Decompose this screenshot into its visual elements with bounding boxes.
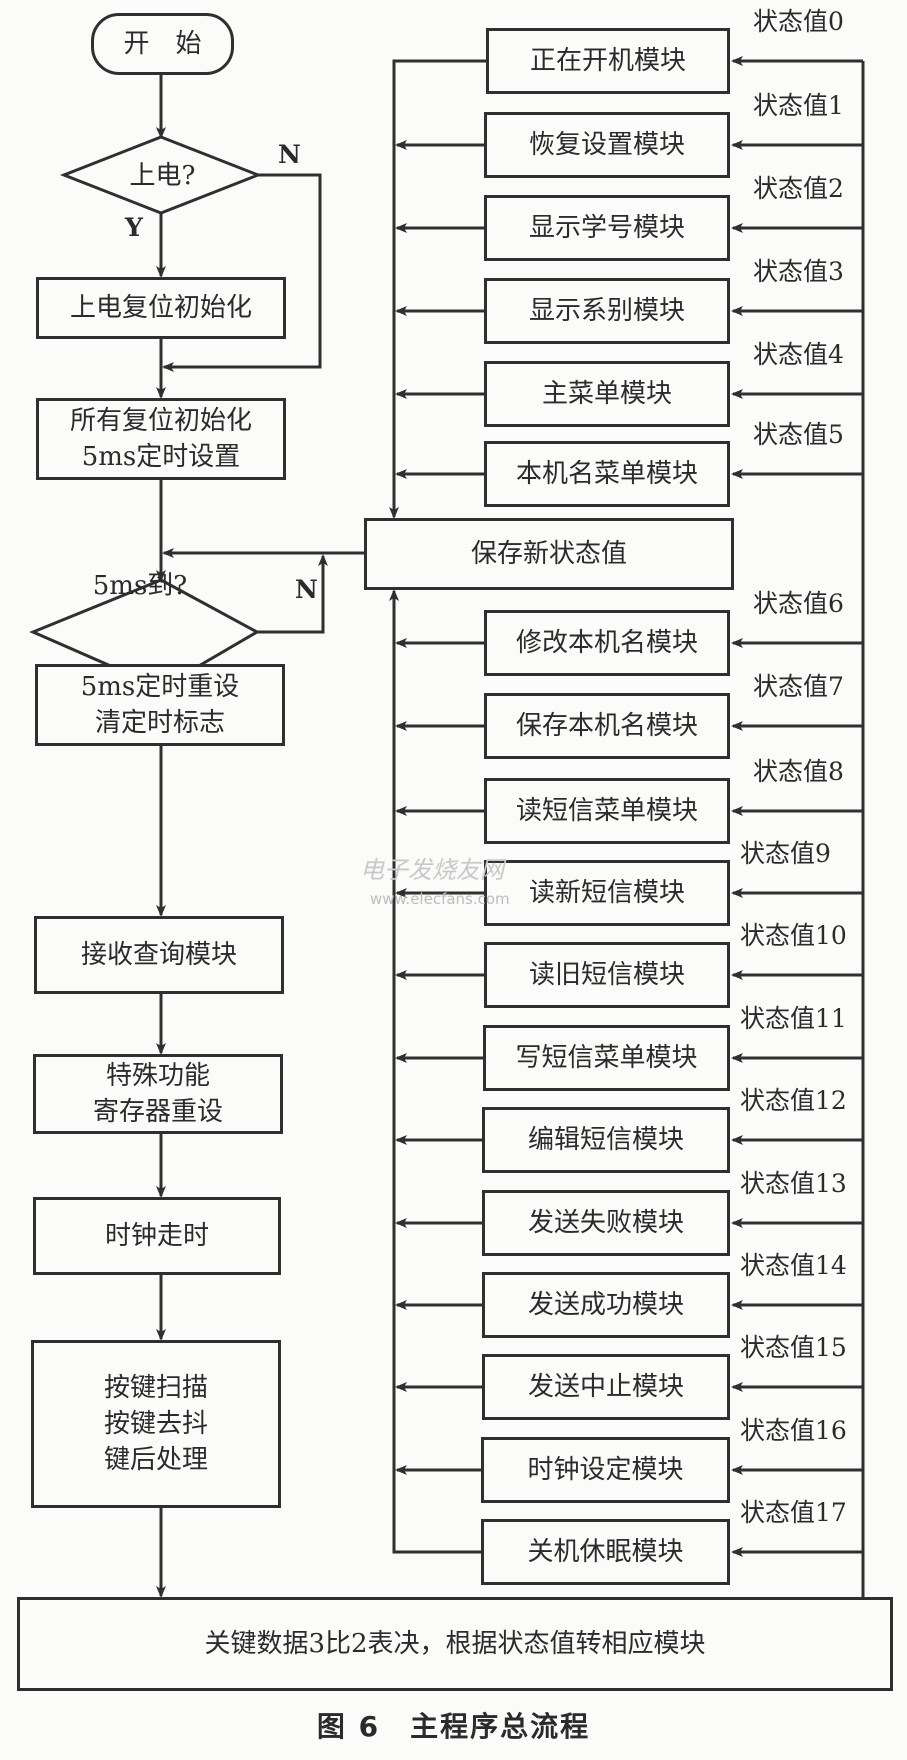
- module-label: 发送成功模块: [527, 1290, 684, 1320]
- state-value-label: 状态值0: [753, 7, 844, 36]
- module-label: 主菜单模块: [541, 379, 672, 409]
- collector-lower: [389, 589, 481, 1554]
- state-value-label: 状态值10: [740, 921, 847, 950]
- decision-power-diamond: [59, 135, 263, 215]
- watermark-url: www.elecfans.com: [370, 890, 510, 908]
- dispatch-box: 关键数据3比2表决，根据状态值转相应模块: [17, 1597, 893, 1691]
- decision-5ms: 5ms到?: [60, 565, 220, 602]
- all-reset-init-box: 所有复位初始化 5ms定时设置: [36, 398, 286, 480]
- start-label: 开 始: [123, 29, 202, 59]
- module-label: 发送中止模块: [527, 1372, 684, 1402]
- module-label: 恢复设置模块: [528, 130, 685, 160]
- module-label: 写短信菜单模块: [515, 1043, 698, 1073]
- save-state-box: 保存新状态值: [364, 518, 734, 590]
- state-value-label: 状态值7: [753, 672, 844, 701]
- module-box: 显示学号模块: [484, 195, 730, 261]
- module-label: 正在开机模块: [529, 46, 686, 76]
- state-value-label: 状态值16: [740, 1416, 847, 1445]
- module-label: 时钟设定模块: [527, 1455, 684, 1485]
- state-value-label: 状态值17: [740, 1498, 847, 1527]
- decision-5ms-label: 5ms到?: [92, 571, 188, 601]
- module-label: 发送失败模块: [527, 1208, 684, 1238]
- sfr-reset-label: 特殊功能 寄存器重设: [92, 1061, 223, 1127]
- d5-no-label: N: [295, 575, 318, 604]
- decision-power-label: 上电?: [129, 161, 196, 191]
- state-value-label: 状态值11: [740, 1004, 847, 1033]
- module-box: 编辑短信模块: [482, 1107, 730, 1173]
- arrow-5ms-no: [257, 554, 328, 634]
- module-label: 修改本机名模块: [515, 628, 698, 658]
- module-label: 关机休眠模块: [527, 1537, 684, 1567]
- module-box: 时钟设定模块: [481, 1437, 730, 1503]
- module-box: 保存本机名模块: [484, 693, 730, 759]
- collector-upper: [389, 59, 486, 519]
- module-box: 恢复设置模块: [484, 112, 730, 178]
- state-value-label: 状态值6: [753, 589, 844, 618]
- state-value-label: 状态值9: [740, 839, 831, 868]
- all-reset-init-label: 所有复位初始化 5ms定时设置: [69, 406, 252, 472]
- module-label: 显示学号模块: [528, 213, 685, 243]
- timer-reset-box: 5ms定时重设 清定时标志: [35, 664, 285, 746]
- state-value-label: 状态值5: [753, 420, 844, 449]
- module-box: 发送中止模块: [482, 1354, 730, 1420]
- module-box: 正在开机模块: [486, 28, 730, 94]
- module-box: 关机休眠模块: [481, 1519, 730, 1585]
- clock-run-box: 时钟走时: [33, 1197, 281, 1275]
- state-value-label: 状态值12: [740, 1086, 847, 1115]
- module-label: 显示系别模块: [528, 296, 685, 326]
- module-box: 主菜单模块: [484, 361, 730, 427]
- module-box: 读短信菜单模块: [484, 778, 730, 844]
- state-value-label: 状态值8: [753, 757, 844, 786]
- start-terminal: 开 始: [91, 13, 234, 75]
- state-value-label: 状态值14: [740, 1251, 847, 1280]
- decision-power-on: 上电?: [95, 155, 230, 192]
- arrow-power-no: [162, 173, 322, 372]
- module-box: 本机名菜单模块: [484, 441, 730, 507]
- state-value-label: 状态值3: [753, 257, 844, 286]
- figure-caption: 图 6 主程序总流程: [316, 1710, 591, 1743]
- key-process-box: 按键扫描 按键去抖 键后处理: [31, 1340, 281, 1508]
- dispatch-label: 关键数据3比2表决，根据状态值转相应模块: [204, 1629, 706, 1659]
- receive-query-box: 接收查询模块: [34, 916, 284, 994]
- clock-run-label: 时钟走时: [104, 1221, 209, 1251]
- module-label: 编辑短信模块: [527, 1125, 684, 1155]
- module-box: 读旧短信模块: [484, 942, 730, 1008]
- state-value-label: 状态值13: [740, 1169, 847, 1198]
- module-box: 发送失败模块: [482, 1190, 730, 1256]
- receive-query-label: 接收查询模块: [80, 940, 237, 970]
- module-box: 显示系别模块: [484, 278, 730, 344]
- timer-reset-label: 5ms定时重设 清定时标志: [80, 672, 240, 738]
- module-box: 读新短信模块: [484, 860, 730, 926]
- power-reset-init-label: 上电复位初始化: [69, 293, 252, 323]
- module-box: 修改本机名模块: [484, 610, 730, 676]
- state-value-label: 状态值4: [753, 340, 844, 369]
- key-process-label: 按键扫描 按键去抖 键后处理: [103, 1373, 208, 1475]
- module-label: 保存本机名模块: [515, 711, 698, 741]
- state-value-label: 状态值1: [753, 91, 844, 120]
- module-box: 发送成功模块: [482, 1272, 730, 1338]
- module-label: 读新短信模块: [528, 878, 685, 908]
- state-value-label: 状态值15: [740, 1333, 847, 1362]
- power-yes-label: Y: [125, 213, 143, 242]
- module-label: 读旧短信模块: [528, 960, 685, 990]
- power-reset-init-box: 上电复位初始化: [36, 277, 286, 339]
- sfr-reset-box: 特殊功能 寄存器重设: [33, 1054, 283, 1134]
- power-no-label: N: [278, 140, 301, 169]
- module-box: 写短信菜单模块: [483, 1025, 730, 1091]
- save-state-label: 保存新状态值: [470, 539, 627, 569]
- state-value-label: 状态值2: [753, 174, 844, 203]
- watermark: 电子发烧友网: [360, 856, 504, 884]
- module-label: 读短信菜单模块: [515, 796, 698, 826]
- module-label: 本机名菜单模块: [515, 459, 698, 489]
